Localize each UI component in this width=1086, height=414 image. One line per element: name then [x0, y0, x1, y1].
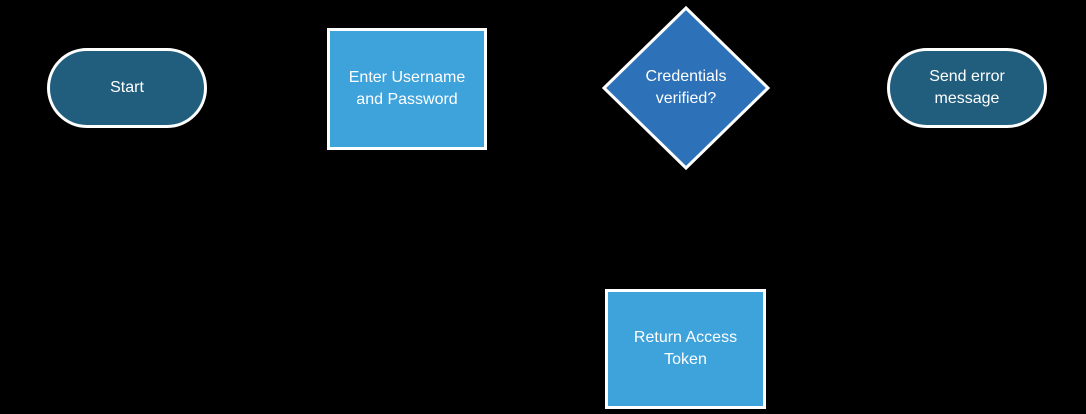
node-credentials-verified-label: Credentials verified?: [645, 68, 727, 107]
node-return-access-token: Return Access Token: [605, 289, 766, 409]
node-start: Start: [47, 48, 207, 128]
node-send-error-message: Send error message: [887, 48, 1047, 128]
node-credentials-verified: Credentials verified?: [601, 5, 771, 171]
node-enter-username-password: Enter Username and Password: [327, 28, 487, 150]
node-return-access-token-label: Return Access Token: [633, 329, 738, 368]
node-start-label: Start: [110, 79, 144, 97]
node-enter-username-password-label: Enter Username and Password: [348, 69, 466, 108]
node-send-error-message-label: Send error message: [929, 68, 1005, 107]
decision-diamond-shape: [601, 5, 771, 171]
